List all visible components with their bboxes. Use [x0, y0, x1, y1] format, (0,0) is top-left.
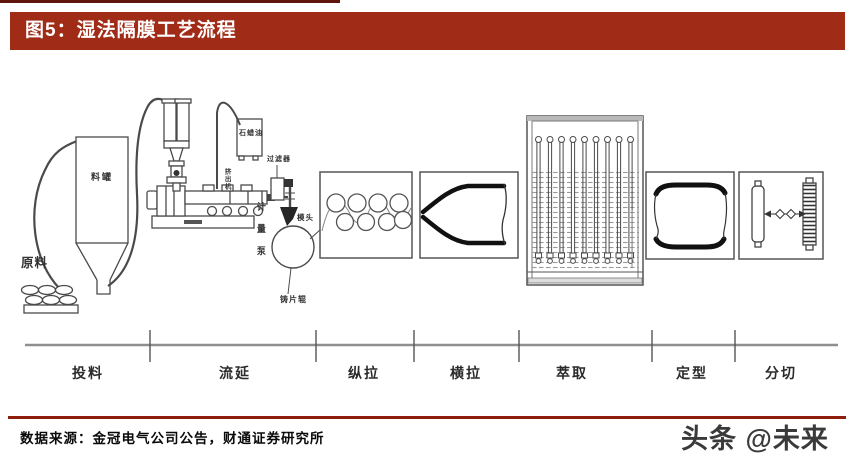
die-head-label: 模头	[297, 213, 314, 222]
header-top-line	[0, 0, 340, 3]
watermark-text: 头条 @未来智库	[681, 424, 829, 454]
stage-label-casting: 流延	[219, 365, 251, 381]
feeding-section-art	[20, 97, 168, 314]
paraffin-oil-label: 石蜡油	[239, 130, 263, 137]
footer-divider	[8, 416, 846, 419]
extruder-section-art	[146, 98, 322, 295]
stage-label-tdo: 横拉	[450, 365, 482, 381]
figure-title: 图5：湿法隔膜工艺流程	[25, 20, 237, 41]
material-tank-label: 料罐	[91, 172, 114, 182]
stage-label-feeding: 投料	[72, 365, 104, 381]
data-source-text: 数据来源：金冠电气公司公告，财通证券研究所	[20, 431, 325, 446]
cast-roller-label: 铸片辊	[280, 295, 307, 304]
extruder-label: 挤出机	[223, 168, 231, 191]
heat-setting-box-art	[645, 171, 735, 260]
process-axis	[25, 330, 838, 362]
filter-label: 过滤器	[267, 156, 291, 163]
figure-header-bar: 图5：湿法隔膜工艺流程	[10, 12, 845, 50]
tdo-box-art	[419, 171, 519, 259]
raw-material-label: 原料	[21, 256, 49, 270]
mdo-box-art	[319, 171, 413, 259]
metering-pump-label: 计量泵	[255, 202, 266, 268]
stage-label-setting: 定型	[676, 365, 708, 381]
extraction-tank-art	[526, 115, 644, 286]
slitting-box-art	[738, 171, 824, 260]
stage-label-extraction: 萃取	[556, 365, 588, 381]
stage-label-slitting: 分切	[765, 365, 797, 381]
stage-label-mdo: 纵拉	[348, 365, 380, 381]
